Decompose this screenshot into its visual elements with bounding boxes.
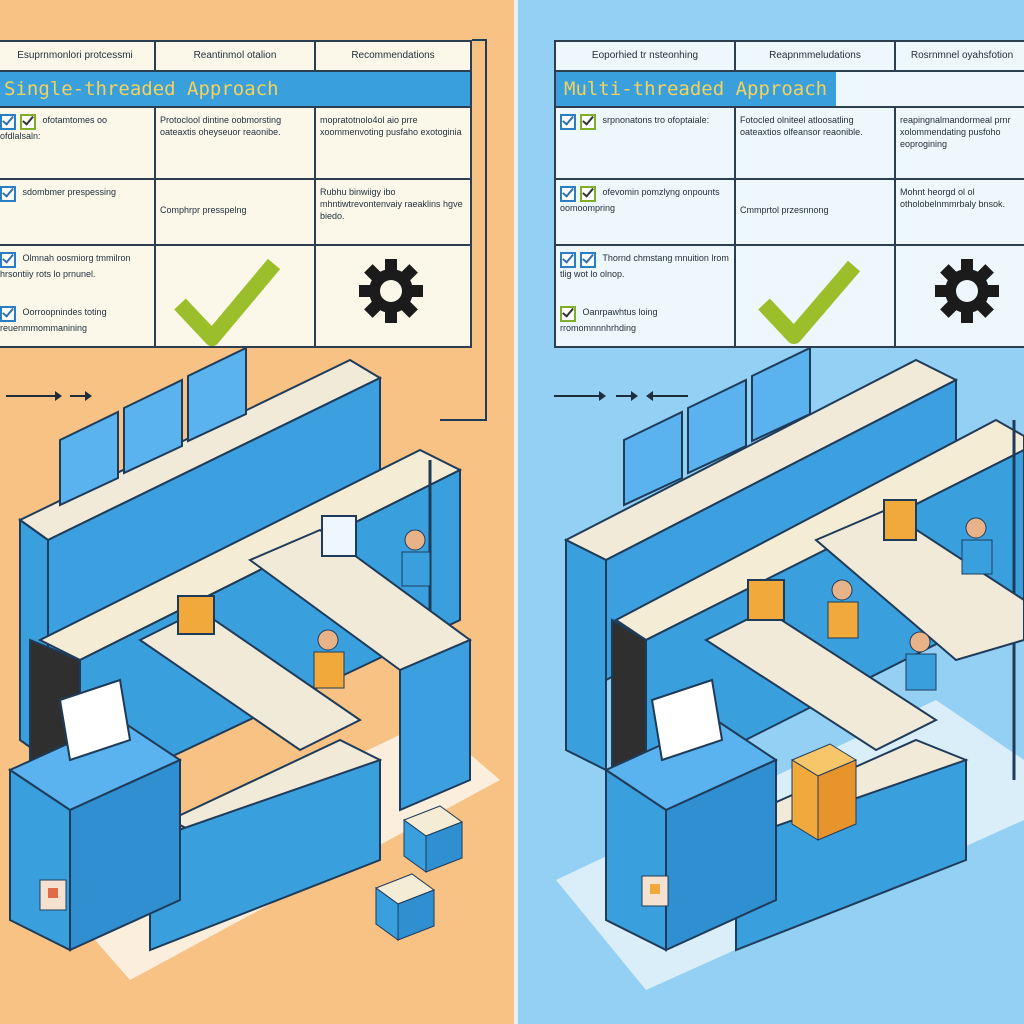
big-check-icon xyxy=(758,260,861,344)
checkbox-icon xyxy=(20,114,36,130)
table-cell: Protoclool dintine oobmorsting oateaxtis… xyxy=(156,108,316,178)
checkbox-icon xyxy=(560,306,576,322)
checkbox-icon xyxy=(580,114,596,130)
arrow-icon xyxy=(616,391,638,401)
table-cell: ofevomin pomzlyng onpounts oomoompring xyxy=(560,187,720,213)
checkbox-icon xyxy=(0,114,16,130)
arrow-icon xyxy=(70,391,92,401)
arrow-icon xyxy=(648,395,688,397)
table-row: Thornd chmstang mnuition lrom tlig wot l… xyxy=(556,244,1024,346)
table-header: Eoporhied tr nsteonhing Reapnmmeludation… xyxy=(556,42,1024,72)
column-header: Reantinmol otalion xyxy=(156,42,316,70)
column-header: Eoporhied tr nsteonhing xyxy=(556,42,736,70)
gear-icon xyxy=(359,259,423,323)
column-header: Esuprnmonlori protcessmi xyxy=(0,42,156,70)
table-cell: Thornd chmstang mnuition lrom tlig wot l… xyxy=(560,253,729,279)
table-cell: sdombmer prespessing xyxy=(22,187,117,197)
checkbox-icon xyxy=(580,186,596,202)
comparison-table: Eoporhied tr nsteonhing Reapnmmeludation… xyxy=(554,40,1024,348)
table-cell: Cmmprtol przesnnong xyxy=(736,180,896,244)
checkbox-icon xyxy=(0,306,16,322)
checkbox-icon xyxy=(0,186,16,202)
checkbox-icon xyxy=(580,252,596,268)
table-cell: Oanrpawhtus loing rromomnnnhrhding xyxy=(560,307,658,333)
checkbox-icon xyxy=(0,252,16,268)
table-cell: Mohnt heorgd ol ol otholobelnmmrbaly bns… xyxy=(900,187,1006,209)
approach-title: Single-threaded Approach xyxy=(0,72,470,106)
table-cell: Fotocled olniteel atloosatling oateaxtio… xyxy=(736,108,896,178)
table-header: Esuprnmonlori protcessmi Reantinmol otal… xyxy=(0,42,470,72)
table-cell: ofotamtomes oo ofdlalsaln: xyxy=(0,115,108,141)
factory-scene-illustration xyxy=(7,39,500,980)
factory-scene-illustration xyxy=(556,346,1024,990)
big-check-icon xyxy=(174,258,281,346)
checkbox-icon xyxy=(560,186,576,202)
checkbox-icon xyxy=(560,252,576,268)
table-cell: reapingnalmandormeal prnr xolommendating… xyxy=(900,115,1011,149)
table-row: ofevomin pomzlyng onpounts oomoompring C… xyxy=(556,178,1024,244)
table-cell: Olmnah oosmiorg tmmilron hrsontiiy rots … xyxy=(0,253,131,279)
table-cell: Oorroopnindes toting reuenmmommanining xyxy=(0,307,107,333)
table-cell: Rubhu binwiigy ibo mhntiwtrevontenvaiy r… xyxy=(320,187,463,221)
table-cell: mopratotnolo4ol aio prre xoommenvoting p… xyxy=(320,115,462,137)
table-row: ofotamtomes oo ofdlalsaln: Protoclool di… xyxy=(0,106,470,178)
table-row: srpnonatons tro ofoptaiale: Fotocled oln… xyxy=(556,106,1024,178)
table-row: Olmnah oosmiorg tmmilron hrsontiiy rots … xyxy=(0,244,470,346)
approach-title: Multi-threaded Approach xyxy=(556,72,836,106)
column-header: Reapnmmeludations xyxy=(736,42,896,70)
table-cell: Comphrpr presspelng xyxy=(156,180,316,244)
single-threaded-panel: Esuprnmonlori protcessmi Reantinmol otal… xyxy=(0,0,516,1024)
checkbox-icon xyxy=(560,114,576,130)
arrow-icon xyxy=(6,391,62,401)
arrow-icon xyxy=(554,391,606,401)
table-cell: srpnonatons tro ofoptaiale: xyxy=(602,115,710,125)
column-header: Recommendations xyxy=(351,50,435,61)
gear-icon xyxy=(935,259,999,323)
table-row: sdombmer prespessing Comphrpr presspelng… xyxy=(0,178,470,244)
multi-threaded-panel: Eoporhied tr nsteonhing Reapnmmeludation… xyxy=(516,0,1024,1024)
panel-divider xyxy=(514,0,518,1024)
column-header: Rosrnmnel oyahsfotion xyxy=(910,50,1014,61)
